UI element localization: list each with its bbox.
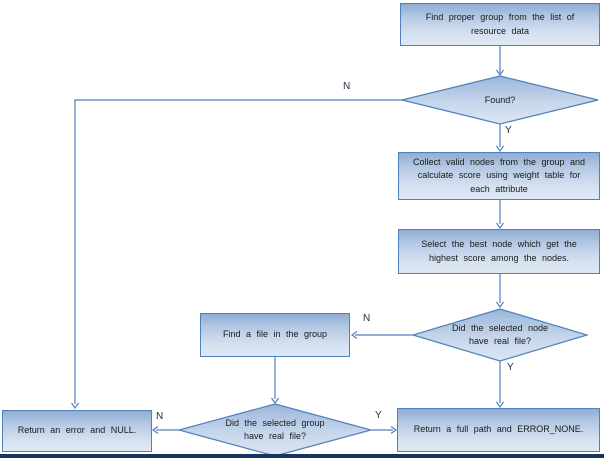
arrowhead-left-icon [350, 331, 358, 339]
arrowhead-down-icon [496, 301, 504, 309]
terminator-return-path: Return a full path and ERROR_NONE. [397, 408, 600, 452]
branch-label-group-no: N [156, 411, 164, 422]
branch-label-node-yes: Y [507, 362, 514, 373]
arrowhead-left-icon [151, 426, 159, 434]
arrowhead-down-icon [496, 222, 504, 230]
process-collect-nodes-label: Collect valid nodes from the group and c… [412, 157, 586, 194]
arrowhead-down-icon [496, 145, 504, 153]
decision-node-has-file-shape [410, 308, 590, 362]
branch-label-found-yes: Y [505, 125, 512, 136]
arrowhead-down-icon [496, 69, 504, 77]
arrowhead-down-icon [71, 402, 79, 410]
terminator-return-error-label: Return an error and NULL. [17, 425, 137, 436]
branch-label-node-no: N [363, 313, 371, 324]
process-find-group: Find proper group from the list of resou… [400, 3, 600, 46]
process-find-group-label: Find proper group from the list of resou… [425, 12, 575, 36]
connector-found-no [74, 99, 402, 404]
branch-label-group-yes: Y [375, 410, 382, 421]
slide-bottom-edge [0, 454, 604, 458]
arrowhead-right-icon [390, 426, 398, 434]
arrowhead-down-icon [271, 397, 279, 405]
process-collect-nodes: Collect valid nodes from the group and c… [398, 152, 600, 200]
process-select-best-node: Select the best node which get the highe… [398, 229, 600, 274]
terminator-return-path-label: Return a full path and ERROR_NONE. [413, 424, 584, 435]
arrowhead-down-icon [496, 401, 504, 409]
decision-found-shape [401, 75, 599, 125]
process-find-file: Find a file in the group [200, 313, 350, 357]
process-select-best-node-label: Select the best node which get the highe… [421, 239, 577, 263]
branch-label-found-no: N [343, 81, 351, 92]
process-find-file-label: Find a file in the group [222, 329, 328, 340]
terminator-return-error: Return an error and NULL. [2, 410, 152, 452]
decision-group-has-file-shape [176, 403, 374, 457]
